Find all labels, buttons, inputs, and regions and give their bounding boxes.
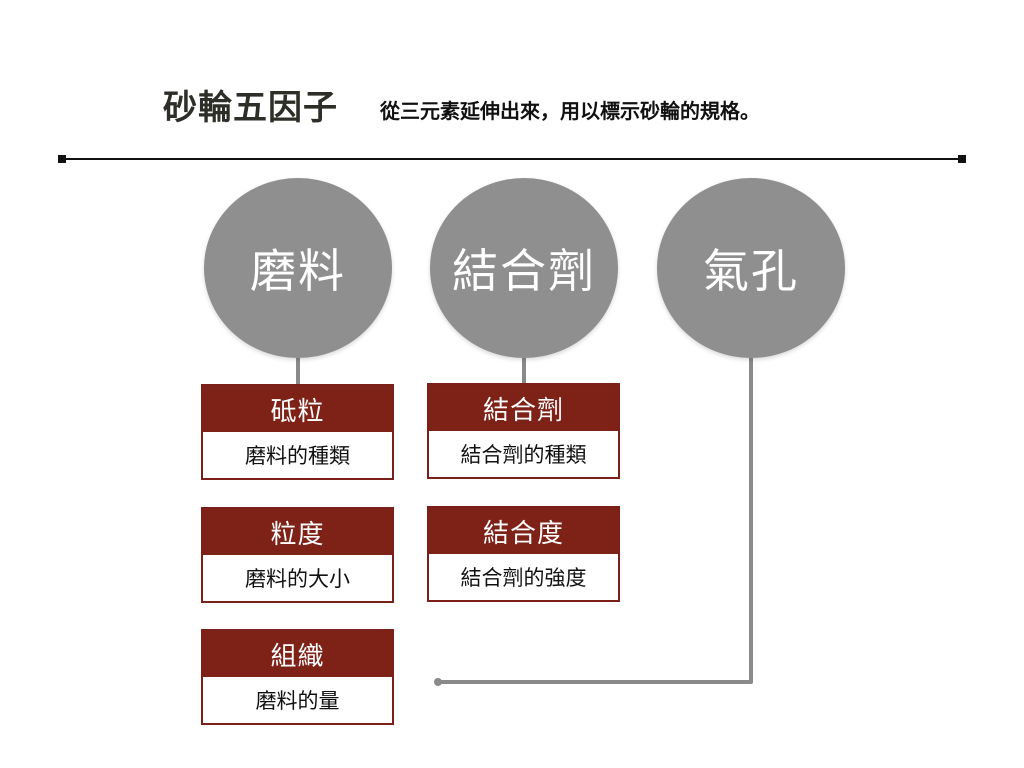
factor-title: 砥粒 [203,386,392,432]
factor-title: 粒度 [203,509,392,555]
factor-card-grade: 結合度 結合劑的強度 [427,506,620,602]
factor-description: 磨料的種類 [203,432,392,478]
connector-pore-end [434,678,442,686]
page-subtitle: 從三元素延伸出來，用以標示砂輪的規格。 [380,99,760,123]
factor-title: 結合度 [429,508,618,554]
page-title: 砂輪五因子 [163,88,338,128]
factor-title: 結合劑 [429,385,618,431]
element-label-abrasive: 磨料 [250,244,346,298]
element-label-bond: 結合劑 [452,244,596,298]
factor-card-grain: 砥粒 磨料的種類 [201,384,394,480]
factor-description: 磨料的大小 [203,555,392,601]
factor-card-structure: 組織 磨料的量 [201,629,394,725]
element-circle-pore: 氣孔 [657,178,845,358]
element-label-pore: 氣孔 [703,244,799,298]
element-circle-abrasive: 磨料 [204,178,392,358]
factor-card-bond-type: 結合劑 結合劑的種類 [427,383,620,479]
factor-description: 結合劑的強度 [429,554,618,600]
divider-left-endcap [58,155,66,163]
factor-description: 結合劑的種類 [429,431,618,477]
factor-card-grit: 粒度 磨料的大小 [201,507,394,603]
connector-pore-to-structure [438,358,753,684]
element-circle-bond: 結合劑 [430,178,618,358]
factor-title: 組織 [203,631,392,677]
header-divider [62,158,962,160]
factor-description: 磨料的量 [203,677,392,723]
divider-right-endcap [958,155,966,163]
